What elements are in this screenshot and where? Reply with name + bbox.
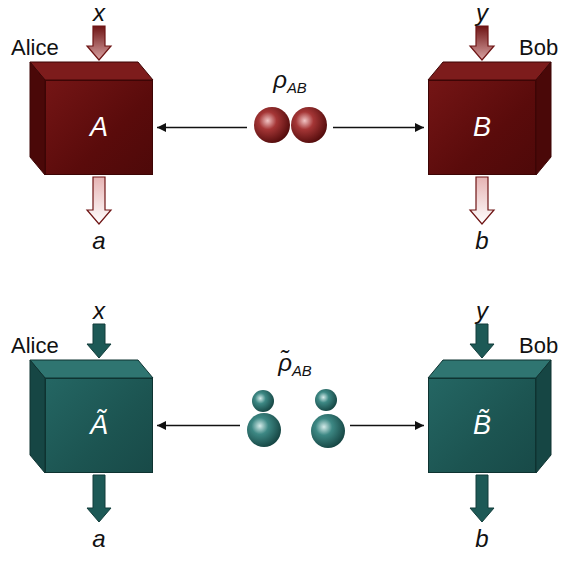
particle-spheres (247, 389, 345, 448)
io-variable: y (476, 0, 488, 25)
measurement-box: BobB (428, 80, 536, 175)
state-symbol: ρAB (273, 67, 307, 97)
state-symbol: ρ̃AB (278, 350, 312, 380)
party-name: Alice (11, 333, 59, 358)
distribution-arrow (350, 425, 424, 427)
party-name: Alice (11, 35, 59, 60)
quantum-state: ρAB (250, 103, 330, 147)
io-variable: b (475, 228, 488, 253)
distribution-arrow (157, 425, 240, 427)
distribution-arrow (157, 127, 247, 129)
box-symbol: Ã (90, 411, 108, 441)
particle-spheres (254, 107, 327, 143)
cube-faces (30, 360, 551, 473)
measurement-box: AliceÃ (45, 378, 153, 473)
measurement-box: AliceA (45, 80, 153, 175)
box-symbol: A (90, 113, 108, 143)
party-name: Bob (519, 35, 558, 60)
quantum-state: ρ̃AB (243, 386, 347, 450)
io-variable: b (475, 526, 488, 551)
io-variable: a (92, 526, 105, 551)
io-variable: y (476, 298, 488, 323)
io-variable: a (92, 228, 105, 253)
cube-faces (30, 62, 551, 175)
distribution-arrow (333, 127, 424, 129)
io-variable: x (93, 0, 105, 25)
box-symbol: B (473, 113, 491, 143)
party-name: Bob (519, 333, 558, 358)
io-variable: x (93, 298, 105, 323)
measurement-box: BobB̃ (428, 378, 536, 473)
box-symbol: B̃ (473, 411, 491, 441)
